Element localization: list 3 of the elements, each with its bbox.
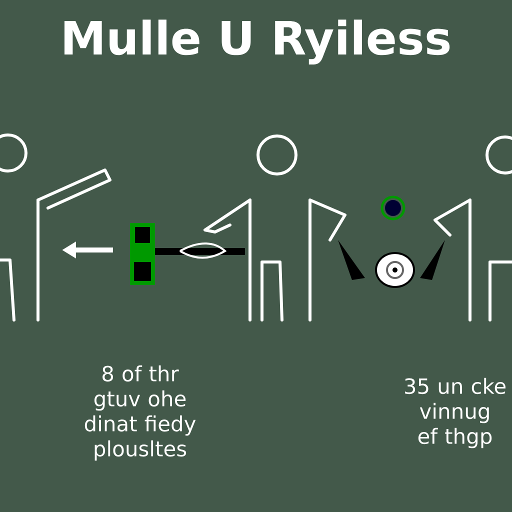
caption-text: 8 of thr gtuv ohe dinat fiedy plousltes xyxy=(84,365,196,461)
caption-text: 35 un cke vinnug ef thgp xyxy=(405,378,506,448)
title: Mulle U Ryiless xyxy=(64,20,450,64)
